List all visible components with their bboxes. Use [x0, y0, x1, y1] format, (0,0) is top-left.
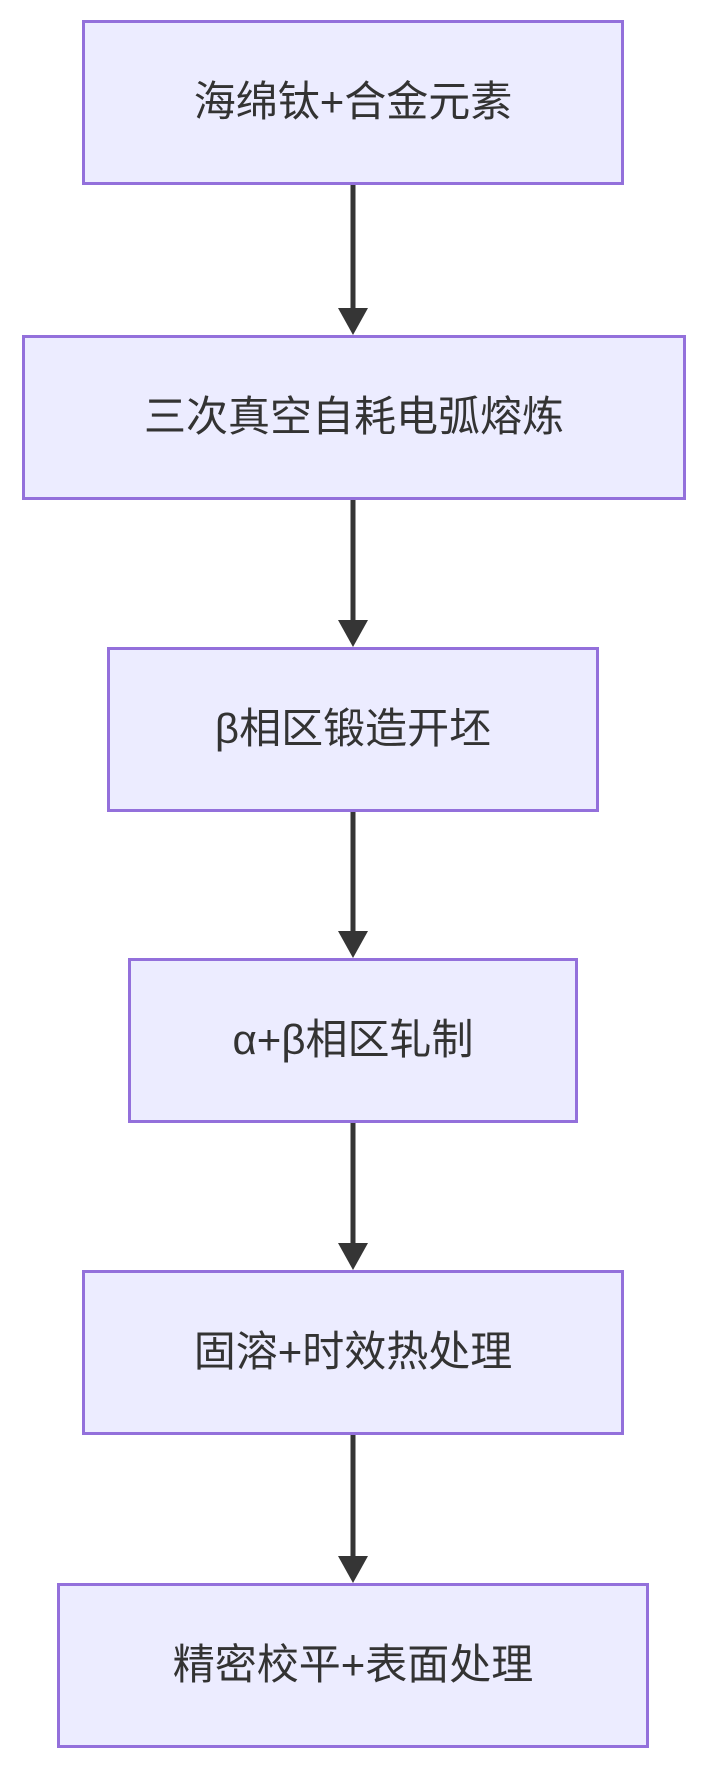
flow-node-sponge-titanium: 海绵钛+合金元素	[82, 20, 624, 185]
arrowhead-down-icon	[338, 1243, 368, 1270]
arrow-line	[350, 500, 356, 639]
flow-node-label: 精密校平+表面处理	[172, 1641, 534, 1689]
arrow-line	[350, 812, 356, 950]
arrowhead-down-icon	[338, 931, 368, 958]
flow-arrow-1	[333, 185, 373, 335]
flow-node-label: 固溶+时效热处理	[193, 1328, 513, 1376]
flow-node-beta-forging: β相区锻造开坯	[107, 647, 599, 812]
flow-arrow-2	[333, 500, 373, 647]
flow-node-label: β相区锻造开坯	[214, 705, 492, 753]
flow-node-label: 三次真空自耗电弧熔炼	[143, 393, 564, 441]
flow-node-vacuum-arc-melting: 三次真空自耗电弧熔炼	[22, 335, 686, 500]
arrowhead-down-icon	[338, 308, 368, 335]
flow-node-label: α+β相区轧制	[232, 1016, 474, 1064]
arrow-line	[350, 185, 356, 327]
flow-arrow-3	[333, 812, 373, 958]
arrowhead-down-icon	[338, 620, 368, 647]
flow-node-leveling-surface-treatment: 精密校平+表面处理	[57, 1583, 649, 1748]
arrow-line	[350, 1435, 356, 1575]
arrowhead-down-icon	[338, 1556, 368, 1583]
flow-arrow-4	[333, 1123, 373, 1270]
flow-node-label: 海绵钛+合金元素	[193, 78, 513, 126]
arrow-line	[350, 1123, 356, 1262]
flow-node-heat-treatment: 固溶+时效热处理	[82, 1270, 624, 1435]
flow-arrow-5	[333, 1435, 373, 1583]
flow-node-alpha-beta-rolling: α+β相区轧制	[128, 958, 578, 1123]
